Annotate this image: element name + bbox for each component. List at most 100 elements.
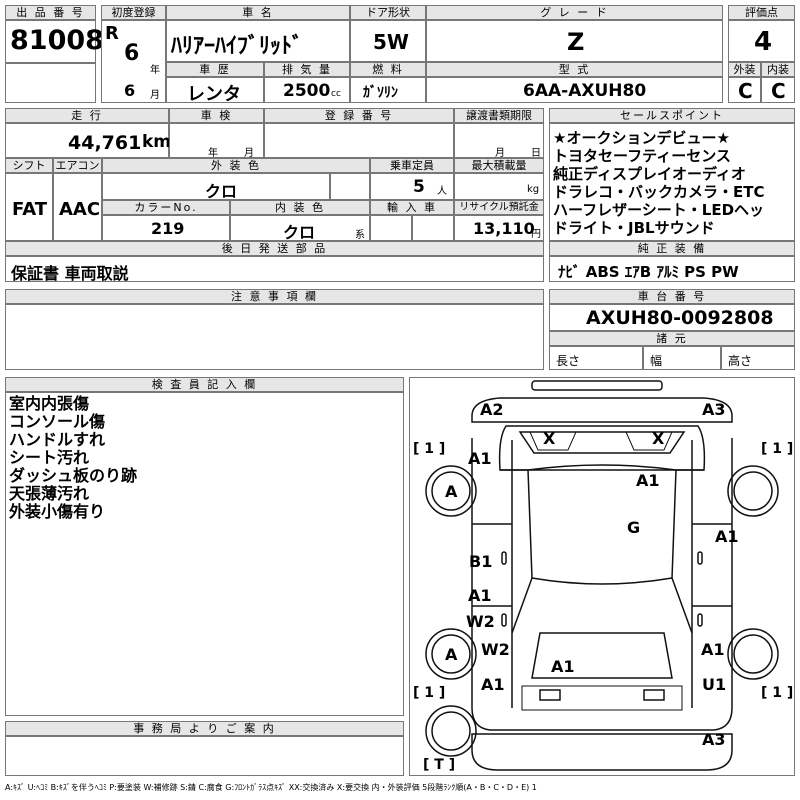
load-unit: kg — [527, 184, 540, 195]
history: レンタ — [187, 84, 241, 105]
damage-mark-rear-fender-left: W2 — [481, 640, 510, 659]
color-label: 外 装 色 — [102, 158, 370, 173]
inspection-cell: 年 月 — [169, 123, 264, 159]
load-cell: kg — [454, 173, 544, 200]
lot-number-cell: 81008 — [5, 20, 104, 63]
model-label: 型 式 — [426, 62, 723, 77]
inspector-cell: 室内内張傷 コンソール傷 ハンドルすれ シート汚れ ダッシュ板のり跡 天張薄汚れ… — [5, 392, 404, 716]
car-name: ﾊﾘｱｰﾊｲﾌﾞﾘｯﾄﾞ — [171, 34, 304, 59]
import-cell — [370, 215, 412, 241]
inspector-label: 検 査 員 記 入 欄 — [5, 377, 404, 392]
selling-point: ★オークションデビュー★ — [553, 129, 730, 147]
displacement-cell: 2500 cc — [264, 77, 350, 103]
damage-mark-rear-quarter-right: U1 — [702, 675, 727, 694]
chassis-number: AXUH80-0092808 — [586, 307, 774, 329]
office-cell — [5, 736, 404, 776]
year-unit: 年 — [150, 65, 160, 76]
ac-cell: AAC — [53, 173, 102, 241]
displacement-unit: cc — [331, 89, 341, 99]
score-cell: 4 — [728, 20, 795, 62]
grade: Z — [567, 28, 585, 56]
ac-label: エアコン — [53, 158, 102, 173]
transfer-month-unit: 月 — [495, 148, 505, 159]
mileage-unit: km — [142, 132, 172, 152]
damage-mark-hood: A1 — [636, 471, 660, 490]
tire-bracket-tr: [ 1 ] — [761, 441, 794, 457]
shift-cell: FAT — [5, 173, 53, 241]
capacity-unit: 人 — [437, 186, 447, 197]
interior-grade: C — [771, 79, 786, 103]
displacement-label: 排 気 量 — [264, 62, 350, 77]
first-reg-cell: R 6 年 6 月 — [101, 20, 166, 103]
door-cell: 5W — [350, 20, 426, 62]
damage-mark-trunk: A1 — [551, 657, 575, 676]
chassis-label: 車 台 番 号 — [549, 289, 795, 304]
transfer-label: 譲渡書類期限 — [454, 108, 544, 123]
color-cell: クロ — [102, 173, 330, 201]
damage-mark-front-door-right: A1 — [715, 527, 739, 546]
month-unit: 月 — [150, 90, 160, 101]
damage-mark-rear-door-left-2: W2 — [466, 612, 495, 631]
tire-fl-grade: A — [445, 482, 458, 501]
int-color-unit: 系 — [355, 230, 365, 241]
length-label: 長さ — [556, 354, 581, 368]
recycle-cell: 13,110 円 — [454, 215, 544, 241]
damage-mark-front-fender-left: A1 — [468, 449, 492, 468]
car-name-cell: ﾊﾘｱｰﾊｲﾌﾞﾘｯﾄﾞ — [166, 20, 350, 62]
model-cell: 6AA-AXUH80 — [426, 77, 723, 103]
grade-cell: Z — [426, 20, 723, 62]
exterior-label: 外装 — [728, 62, 761, 77]
damage-mark-rear-quarter-left: A1 — [481, 675, 505, 694]
legend: A:ｷｽﾞ U:ﾍｺﾐ B:ｷｽﾞを伴うﾍｺﾐ P:要塗装 W:補修跡 S:錆 … — [5, 783, 537, 792]
height-cell: 高さ — [721, 346, 795, 370]
selling-points-cell: ★オークションデビュー★ トヨタセーフティーセンス 純正ディスプレイオーディオ … — [549, 123, 795, 241]
int-color: クロ — [283, 223, 316, 242]
color-no: 219 — [151, 219, 185, 238]
selling-point: 純正ディスプレイオーディオ — [553, 165, 746, 183]
fuel-label: 燃 料 — [350, 62, 426, 77]
month-value: 6 — [124, 81, 136, 100]
damage-mark-front-bumper-left: A2 — [480, 400, 504, 419]
color-no-label: カラーNo. — [102, 200, 230, 215]
inspector-note: 天張薄汚れ — [9, 484, 90, 503]
transfer-cell: 月 日 — [454, 123, 544, 159]
damage-mark-front-door-left: B1 — [469, 552, 493, 571]
damage-mark-rear-door-left: A1 — [468, 586, 492, 605]
recycle-unit: 円 — [531, 229, 541, 240]
displacement: 2500 — [283, 81, 331, 101]
chassis-cell: AXUH80-0092808 — [549, 304, 795, 331]
door-label: ドア形状 — [350, 5, 426, 20]
tire-bracket-tl: [ 1 ] — [413, 441, 446, 457]
damage-diagram: A A [ 1 ] [ 1 ] [ 1 ] [ 1 ] [ T ] A2 A3 … — [409, 377, 795, 776]
damage-mark-windshield-right: X — [652, 429, 665, 448]
inspection-year-unit: 年 — [208, 148, 218, 159]
damage-mark-rear-fender-right: A1 — [701, 640, 725, 659]
exterior-grade: C — [738, 79, 753, 103]
load-label: 最大積載量 — [454, 158, 544, 173]
history-label: 車 歴 — [166, 62, 264, 77]
fuel: ｶﾞｿﾘﾝ — [363, 85, 398, 101]
later-parts: 保証書 車両取説 — [11, 264, 129, 283]
import-cell-2 — [412, 215, 454, 241]
recycle-label: リサイクル預託金 — [454, 200, 544, 215]
length-cell: 長さ — [549, 346, 643, 370]
car-outline — [425, 380, 779, 771]
inspection-label: 車 検 — [169, 108, 264, 123]
color: クロ — [205, 182, 238, 201]
capacity-label: 乗車定員 — [370, 158, 454, 173]
selling-point: ハーフレザーシート・LEDヘッ — [553, 201, 765, 219]
int-color-cell: クロ 系 — [230, 215, 370, 242]
damage-mark-rear-bumper-right: A3 — [702, 730, 726, 749]
inspector-note: コンソール傷 — [9, 412, 106, 431]
year-value: 6 — [124, 41, 140, 66]
mileage-label: 走 行 — [5, 108, 169, 123]
inspection-month-unit: 月 — [244, 148, 254, 159]
shift: FAT — [12, 199, 48, 220]
registration-label: 登 録 番 号 — [264, 108, 454, 123]
door: 5W — [373, 30, 409, 54]
equipment-items: ﾅﾋﾞ ABS ｴｱB ｱﾙﾐ PS PW — [558, 263, 739, 281]
later-parts-cell: 保証書 車両取説 — [5, 256, 544, 283]
damage-mark-front-bumper-right: A3 — [702, 400, 726, 419]
score-label: 評価点 — [728, 5, 795, 20]
capacity-cell: 5 人 — [370, 173, 454, 200]
